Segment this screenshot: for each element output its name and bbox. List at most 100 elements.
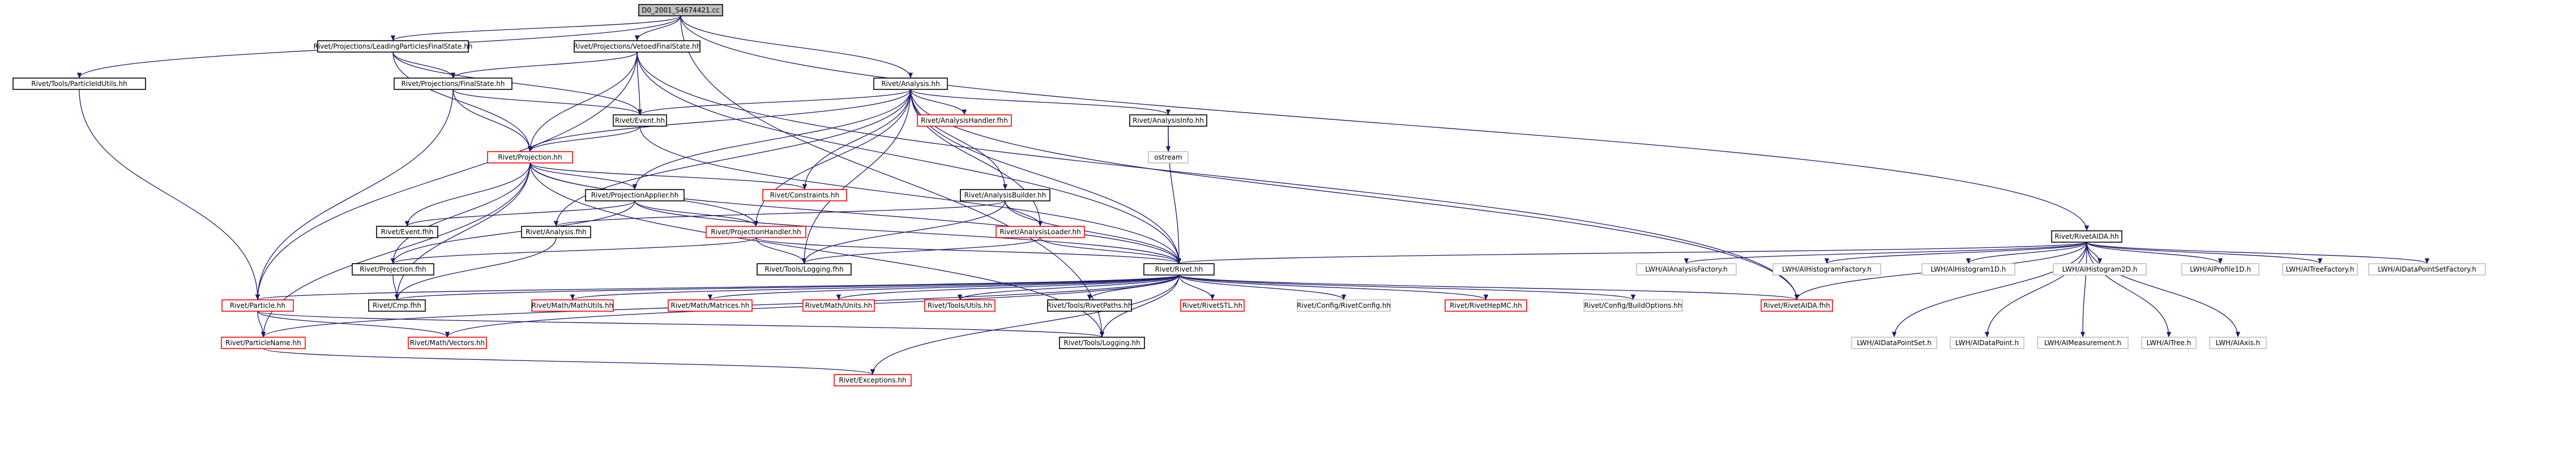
node-cmp_fhh-label: Rivet/Cmp.fhh bbox=[373, 302, 421, 309]
edge-root-to-toolslogging bbox=[680, 15, 1105, 338]
node-lwh_histogram1d-box bbox=[1921, 263, 2015, 276]
node-particlename-label: Rivet/ParticleName.hh bbox=[225, 339, 301, 347]
node-rivetaida[interactable]: Rivet/RivetAIDA.hh bbox=[2051, 230, 2122, 243]
node-analysisloader[interactable]: Rivet/AnalysisLoader.hh bbox=[996, 226, 1085, 238]
edge-analysis-to-projectionapplier bbox=[632, 89, 911, 190]
node-matrices[interactable]: Rivet/Math/Matrices.hh bbox=[668, 299, 753, 312]
node-toolslogging_fhh[interactable]: Rivet/Tools/Logging.fhh bbox=[757, 263, 852, 276]
node-lwh_datapointsetfactory-label: LWH/AIDataPointSetFactory.h bbox=[2378, 265, 2476, 273]
node-analysisloader-label: Rivet/AnalysisLoader.hh bbox=[999, 228, 1080, 236]
node-analysisbuilder[interactable]: Rivet/AnalysisBuilder.hh bbox=[960, 189, 1050, 201]
node-lwh_axis[interactable]: LWH/AIAxis.h bbox=[2209, 337, 2267, 349]
edge-vetoedfs-to-event bbox=[636, 51, 643, 115]
edge-projectionhandler-to-rivet bbox=[755, 237, 1181, 264]
edge-rivetaida-to-lwh_measurement bbox=[2080, 242, 2087, 338]
node-lwh_histogramfactory[interactable]: LWH/AIHistogramFactory.h bbox=[1772, 263, 1881, 276]
node-units-box bbox=[802, 299, 875, 312]
node-projection[interactable]: Rivet/Projection.hh bbox=[487, 151, 573, 164]
node-cstream-label: ostream bbox=[1154, 153, 1182, 161]
edge-rivet-to-buildoptions bbox=[1178, 274, 1635, 300]
node-rivethepmc-label: Rivet/RivetHepMC.hh bbox=[1450, 302, 1522, 309]
node-lwh_datapointset[interactable]: LWH/AIDataPointSet.h bbox=[1851, 337, 1937, 349]
edge-vetoedfs-to-projection bbox=[527, 51, 638, 152]
node-buildoptions[interactable]: Rivet/Config/BuildOptions.hh bbox=[1583, 299, 1683, 312]
edge-analysis-to-projectionhandler bbox=[753, 89, 911, 227]
edge-analysisbuilder-to-rivet bbox=[1005, 200, 1182, 264]
node-constraints-box bbox=[762, 189, 847, 201]
node-rivetconfig[interactable]: Rivet/Config/RivetConfig.hh bbox=[1297, 299, 1391, 312]
node-lwh_profile1d[interactable]: LWH/AIProfile1D.h bbox=[2181, 263, 2259, 276]
node-analysisbuilder-label: Rivet/AnalysisBuilder.hh bbox=[964, 191, 1046, 199]
node-lwh_tree-label: LWH/AITree.h bbox=[2147, 339, 2191, 347]
node-rivetaida_fhh[interactable]: Rivet/RivetAIDA.fhh bbox=[1761, 299, 1833, 312]
node-projectionhandler[interactable]: Rivet/ProjectionHandler.hh bbox=[706, 226, 806, 238]
edge-root-to-analysis bbox=[680, 15, 913, 79]
node-rivetstl-box bbox=[1180, 299, 1245, 312]
node-toolsutils[interactable]: Rivet/Tools/Utils.hh bbox=[924, 299, 996, 312]
edge-analysis-to-event bbox=[638, 89, 911, 115]
node-rivetstl[interactable]: Rivet/RivetSTL.hh bbox=[1180, 299, 1245, 312]
dependency-edges bbox=[77, 15, 2429, 375]
node-lwh_measurement[interactable]: LWH/AIMeasurement.h bbox=[2037, 337, 2129, 349]
node-lwh_histogram2d-box bbox=[2053, 263, 2147, 276]
node-root[interactable]: D0_2001_S4674421.cc bbox=[638, 4, 723, 16]
node-lwh_datapoint[interactable]: LWH/AIDataPoint.h bbox=[1950, 337, 2024, 349]
node-lwh_analysisfactory[interactable]: LWH/AIAnalysisFactory.h bbox=[1636, 263, 1737, 276]
node-vetoedfs[interactable]: Rivet/Projections/VetoedFinalState.hh bbox=[574, 40, 701, 53]
node-analysis-label: Rivet/Analysis.hh bbox=[881, 80, 939, 88]
node-particlename[interactable]: Rivet/ParticleName.hh bbox=[221, 337, 306, 349]
node-particle[interactable]: Rivet/Particle.hh bbox=[221, 299, 294, 312]
node-analysishandler_fhh-box bbox=[917, 114, 1012, 127]
node-finalstate[interactable]: Rivet/Projections/FinalState.hh bbox=[394, 78, 512, 90]
node-cmp_fhh[interactable]: Rivet/Cmp.fhh bbox=[368, 299, 426, 312]
edge-rivetaida-to-lwh_analysisfactory bbox=[1684, 242, 2087, 264]
node-analysis[interactable]: Rivet/Analysis.hh bbox=[873, 78, 948, 90]
node-toolslogging[interactable]: Rivet/Tools/Logging.hh bbox=[1059, 337, 1145, 349]
node-event[interactable]: Rivet/Event.hh bbox=[613, 114, 667, 127]
edge-rivetaida-to-lwh_profile1d bbox=[2086, 242, 2223, 264]
node-event_fhh[interactable]: Rivet/Event.fhh bbox=[376, 226, 438, 238]
node-lwh_treefactory[interactable]: LWH/AITreeFactory.h bbox=[2282, 263, 2358, 276]
node-analysishandler_fhh[interactable]: Rivet/AnalysisHandler.fhh bbox=[917, 114, 1012, 127]
node-lwh_axis-label: LWH/AIAxis.h bbox=[2216, 339, 2261, 347]
node-rivet[interactable]: Rivet/Rivet.hh bbox=[1143, 263, 1215, 276]
node-cstream[interactable]: ostream bbox=[1148, 151, 1189, 164]
edge-projection_fhh-to-cmp_fhh bbox=[392, 274, 400, 300]
edge-analysis-to-analysishandler_fhh bbox=[910, 89, 967, 115]
node-matrices-box bbox=[668, 299, 753, 312]
node-toolslogging-box bbox=[1059, 337, 1145, 349]
node-particlename-box bbox=[221, 337, 306, 349]
edge-event-to-projection bbox=[527, 126, 640, 152]
node-rivetpaths[interactable]: Rivet/Tools/RivetPaths.hh bbox=[1046, 299, 1133, 312]
node-lwh_histogram2d[interactable]: LWH/AIHistogram2D.h bbox=[2053, 263, 2147, 276]
node-analysis_fhh[interactable]: Rivet/Analysis.fhh bbox=[521, 226, 591, 238]
node-projectionapplier[interactable]: Rivet/ProjectionApplier.hh bbox=[585, 189, 685, 201]
edge-particle-to-vectors bbox=[257, 311, 450, 338]
node-lwh_histogram1d[interactable]: LWH/AIHistogram1D.h bbox=[1921, 263, 2015, 276]
node-constraints[interactable]: Rivet/Constraints.hh bbox=[762, 189, 847, 201]
node-mathutils[interactable]: Rivet/Math/MathUtils.hh bbox=[531, 299, 614, 312]
node-projectionapplier-box bbox=[585, 189, 685, 201]
node-lwh_tree[interactable]: LWH/AITree.h bbox=[2141, 337, 2197, 349]
node-rivethepmc[interactable]: Rivet/RivetHepMC.hh bbox=[1445, 299, 1527, 312]
node-toolsutils-box bbox=[924, 299, 996, 312]
edge-analysis-to-constraints bbox=[802, 89, 911, 190]
edge-finalstate-to-particle bbox=[255, 89, 454, 300]
node-exceptions[interactable]: Rivet/Exceptions.hh bbox=[834, 374, 912, 386]
edge-root-to-vetoedfs bbox=[634, 15, 681, 41]
node-toolslogging_fhh-box bbox=[757, 263, 852, 276]
node-buildoptions-box bbox=[1583, 299, 1683, 312]
node-units[interactable]: Rivet/Math/Units.hh bbox=[802, 299, 875, 312]
node-lwh_profile1d-box bbox=[2181, 263, 2259, 276]
node-leadingparticles[interactable]: Rivet/Projections/LeadingParticlesFinalS… bbox=[314, 40, 473, 53]
node-vectors[interactable]: Rivet/Math/Vectors.hh bbox=[408, 337, 487, 349]
node-particleidutils[interactable]: Rivet/Tools/ParticleIdUtils.hh bbox=[12, 78, 146, 90]
node-rivetconfig-box bbox=[1297, 299, 1391, 312]
edge-analysis-to-projection bbox=[527, 89, 911, 152]
node-lwh_profile1d-label: LWH/AIProfile1D.h bbox=[2190, 265, 2251, 273]
node-projection_fhh[interactable]: Rivet/Projection.fhh bbox=[352, 263, 434, 276]
edge-rivet-to-rivetaida_fhh bbox=[1178, 274, 1799, 300]
node-analysisinfo[interactable]: Rivet/AnalysisInfo.hh bbox=[1129, 114, 1207, 127]
node-lwh_datapointsetfactory[interactable]: LWH/AIDataPointSetFactory.h bbox=[2368, 263, 2486, 276]
node-analysis-box bbox=[873, 78, 948, 90]
